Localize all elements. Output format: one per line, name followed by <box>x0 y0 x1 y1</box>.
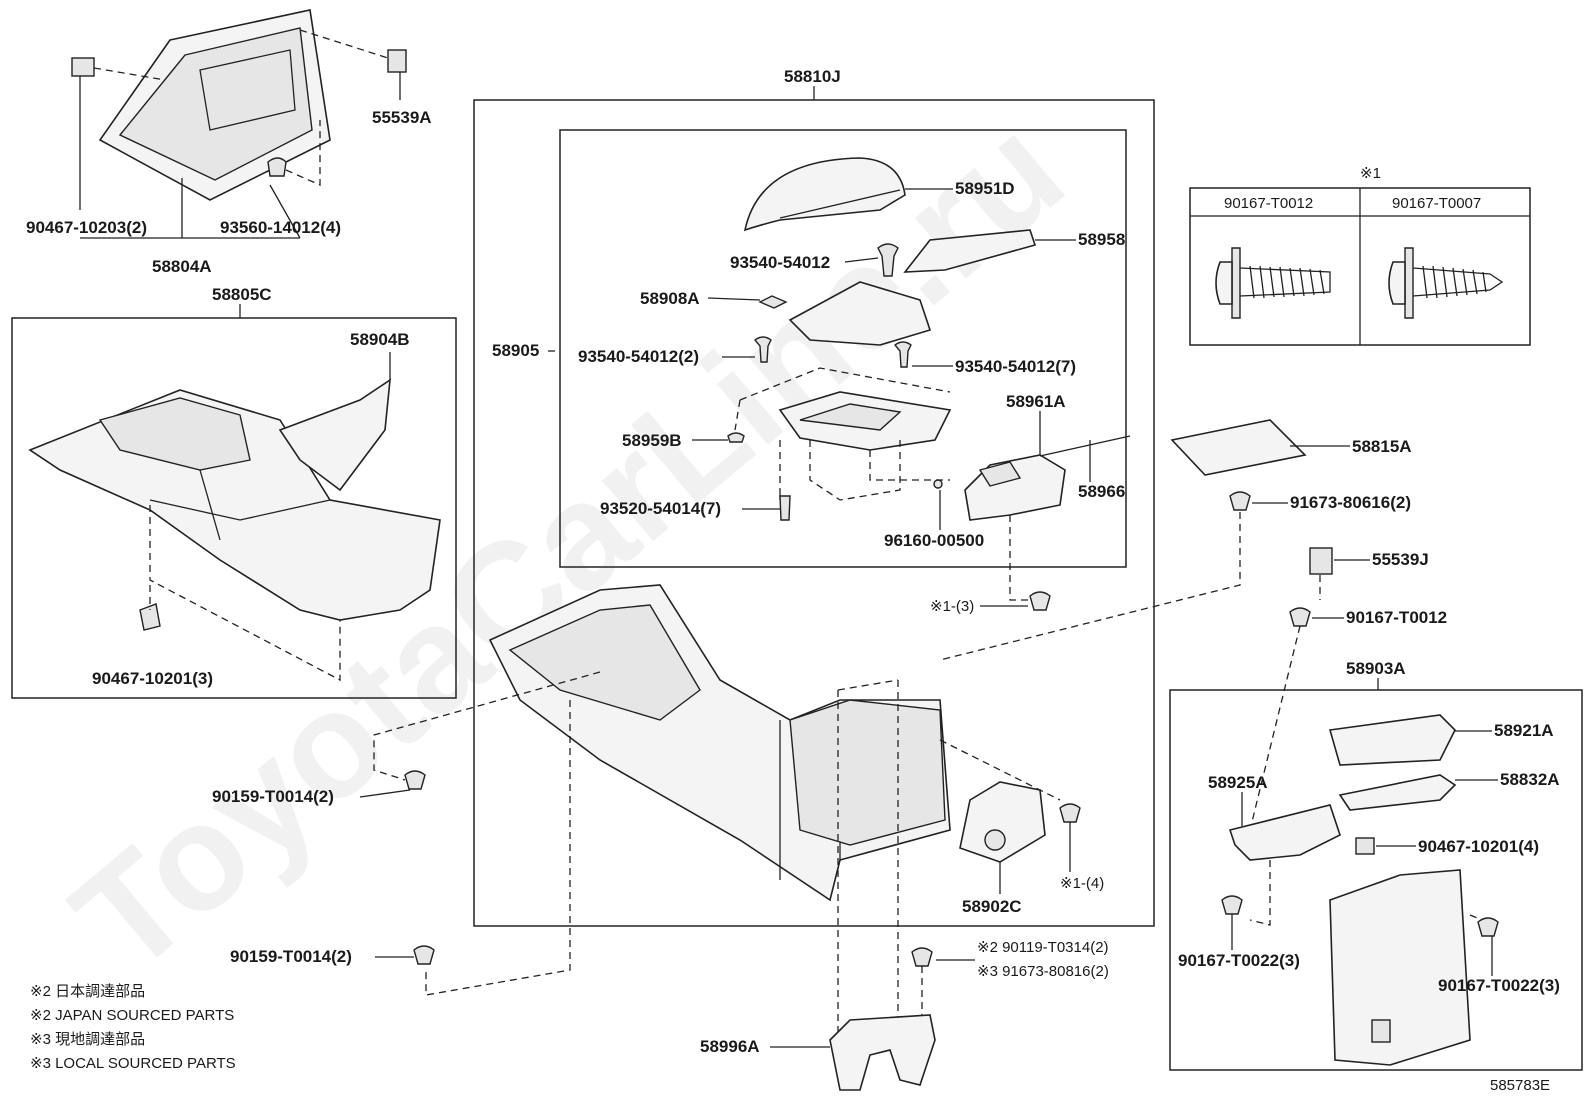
bracket-58925A <box>1228 804 1341 861</box>
front-console-panel <box>28 378 441 682</box>
label-93520-54014: 93520-54014(7) <box>600 499 721 518</box>
label-91673-80816: ※3 91673-80816(2) <box>977 963 1109 980</box>
tray-58904B <box>278 378 391 492</box>
label-93540-54012: 93540-54012 <box>730 253 830 272</box>
label-90167-T0012: 90167-T0012 <box>1346 608 1447 627</box>
label-58804A: 58804A <box>152 257 212 276</box>
armrest-hinge-part <box>758 281 932 346</box>
screw-icon <box>1289 607 1311 627</box>
shift-panel-part <box>959 781 1046 863</box>
diagram-id: 585783E <box>1490 1077 1550 1094</box>
label-93540-54012-2: 93540-54012(2) <box>578 347 699 366</box>
label-93540-54012-7: 93540-54012(7) <box>955 357 1076 376</box>
label-58959B: 58959B <box>622 431 682 450</box>
clip-icon <box>387 49 407 73</box>
lock-bracket-part <box>964 435 1131 521</box>
screw-icon <box>1059 803 1081 823</box>
screw-icon <box>1221 895 1243 915</box>
label-58904B: 58904B <box>350 330 410 349</box>
screw-icon <box>1029 591 1051 611</box>
armrest-base-part <box>778 391 952 451</box>
label-58961A: 58961A <box>1006 392 1066 411</box>
label-58832A: 58832A <box>1500 770 1560 789</box>
label-58925A: 58925A <box>1208 773 1268 792</box>
fastener-legend: ※1 90167-T0012 90167-T0007 <box>1189 165 1531 346</box>
clip-icon <box>71 57 95 77</box>
clip-icon <box>1309 547 1333 575</box>
screw-icon <box>1388 247 1504 319</box>
trim-58921A <box>1328 714 1456 766</box>
legend-mark: ※1 <box>1360 165 1381 182</box>
label-90167-T0022-right: 90167-T0022(3) <box>1438 976 1560 995</box>
armrest-lid-part <box>743 157 906 232</box>
console-box-body <box>488 584 951 902</box>
screw-icon <box>1215 247 1331 319</box>
note-line-2: ※2 JAPAN SOURCED PARTS <box>30 1007 234 1024</box>
legend-col1-label: 90167-T0012 <box>1224 195 1313 212</box>
label-1-4: ※1-(4) <box>1060 875 1104 892</box>
label-91673-80616: 91673-80616(2) <box>1290 493 1411 512</box>
armrest-subassembly-box <box>559 129 1127 568</box>
label-58951D: 58951D <box>955 179 1015 198</box>
clip-icon <box>727 432 745 443</box>
screw-icon <box>779 495 791 521</box>
mat-58815A <box>1170 419 1307 476</box>
screw-icon <box>413 945 435 965</box>
label-55539A: 55539A <box>372 108 432 127</box>
rear-panel-box <box>1169 689 1583 1071</box>
label-58908A: 58908A <box>640 289 700 308</box>
note-line-4: ※3 LOCAL SOURCED PARTS <box>30 1055 236 1072</box>
label-90159-T0014-b: 90159-T0014(2) <box>230 947 352 966</box>
label-90167-T0022-left: 90167-T0022(3) <box>1178 951 1300 970</box>
label-58996A: 58996A <box>700 1037 760 1056</box>
label-96160-00500: 96160-00500 <box>884 531 984 550</box>
screw-icon <box>877 243 899 277</box>
label-90159-T0014-a: 90159-T0014(2) <box>212 787 334 806</box>
label-90467-10201-4: 90467-10201(4) <box>1418 837 1539 856</box>
screw-icon <box>893 341 912 368</box>
label-58958: 58958 <box>1078 230 1125 249</box>
screw-icon <box>911 947 933 967</box>
label-55539J: 55539J <box>1372 550 1429 569</box>
label-90467-10201-3: 90467-10201(3) <box>92 669 213 688</box>
bottom-bracket-part <box>829 1014 936 1091</box>
label-90119-T0314: ※2 90119-T0314(2) <box>977 939 1109 956</box>
hinge-cover-part <box>903 229 1037 273</box>
usb-port-icon <box>1371 1019 1391 1043</box>
screw-icon <box>753 336 772 363</box>
clip-icon <box>1355 837 1375 855</box>
rear-panel-part <box>1329 869 1471 1066</box>
label-58902C: 58902C <box>962 897 1022 916</box>
screw-icon <box>1477 917 1499 937</box>
label-58810J: 58810J <box>784 67 841 86</box>
upper-bezel-part <box>71 9 407 239</box>
label-58905: 58905 <box>492 341 539 360</box>
label-1-3: ※1-(3) <box>930 598 974 615</box>
label-93560-14012: 93560-14012(4) <box>220 218 341 237</box>
legend-col2-label: 90167-T0007 <box>1392 195 1481 212</box>
label-90467-10203: 90467-10203(2) <box>26 218 147 237</box>
front-panel-box <box>11 317 457 699</box>
nut-icon <box>933 479 943 489</box>
clip-plate-58908A <box>758 295 788 309</box>
trim-58832A <box>1338 774 1457 811</box>
screw-icon <box>404 770 426 790</box>
label-58966: 58966 <box>1078 482 1125 501</box>
label-58815A: 58815A <box>1352 437 1412 456</box>
screw-icon <box>267 157 287 177</box>
label-58903A: 58903A <box>1346 659 1406 678</box>
screw-icon <box>1229 491 1251 511</box>
note-line-3: ※3 現地調達部品 <box>30 1031 145 1048</box>
clip-icon <box>139 603 161 631</box>
label-58921A: 58921A <box>1494 721 1554 740</box>
note-line-1: ※2 日本調達部品 <box>30 983 145 1000</box>
label-58805C: 58805C <box>212 285 272 304</box>
